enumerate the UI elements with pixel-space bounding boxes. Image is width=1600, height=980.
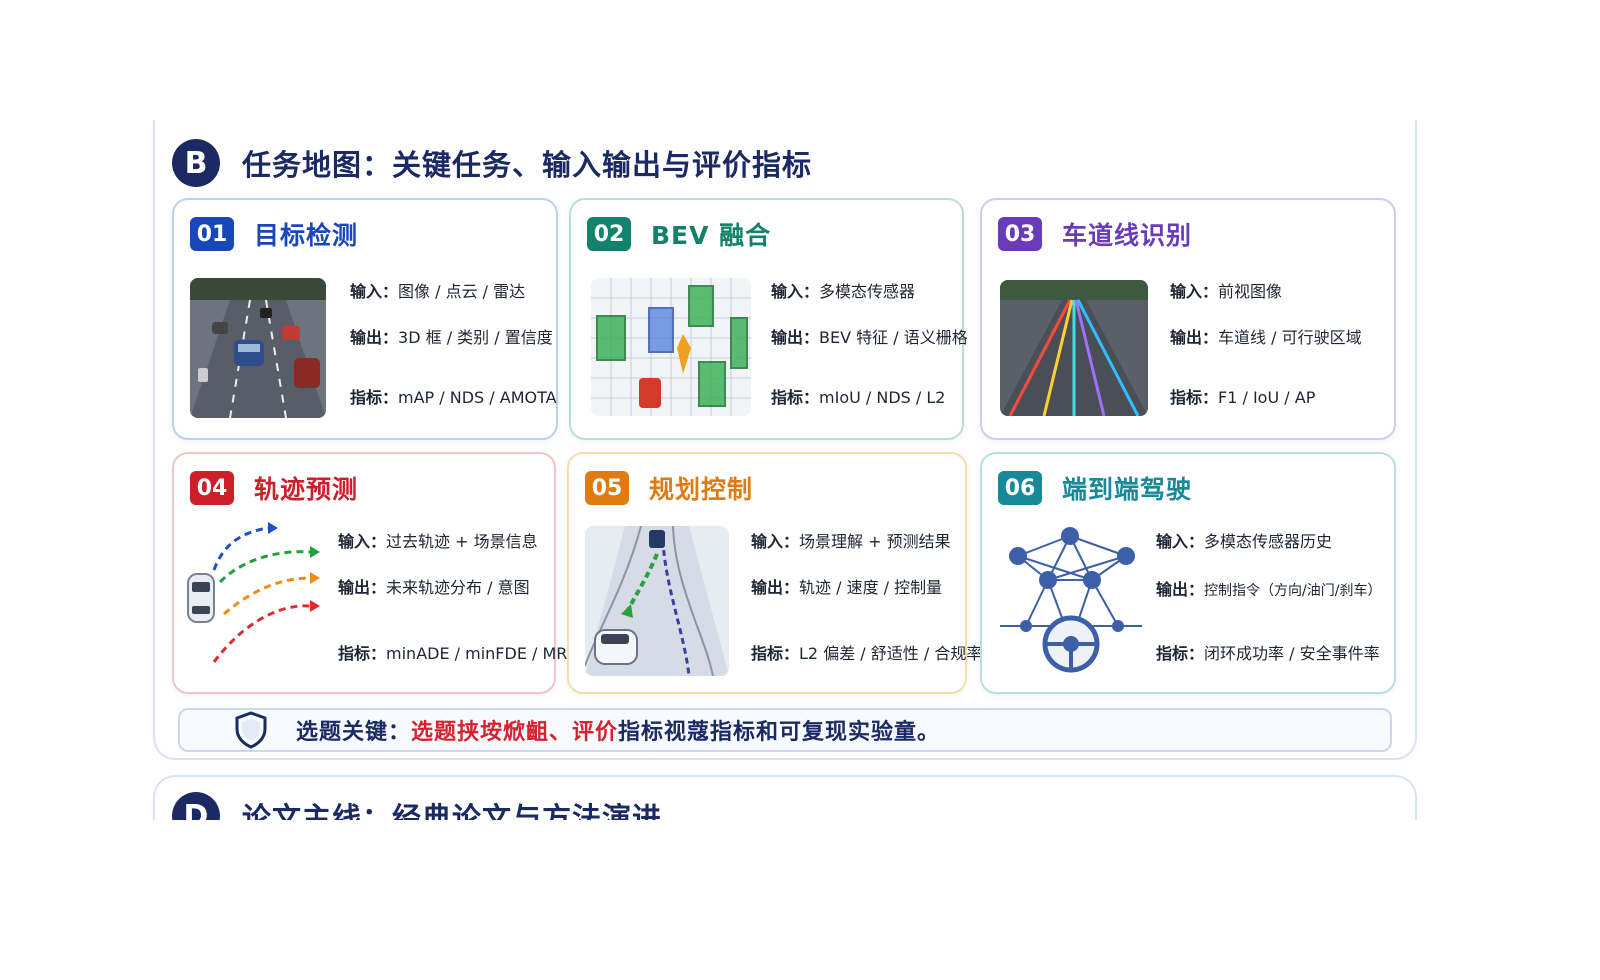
- input-label: 输入：: [1170, 282, 1219, 301]
- metric-label: 指标：: [751, 644, 800, 663]
- output-value: 3D 框 / 类别 / 置信度: [398, 328, 553, 347]
- lane-road-image: [1000, 280, 1148, 416]
- section-d-title: 论文主线：经典论文与方法演进: [242, 801, 663, 820]
- detection-road-image: [190, 278, 326, 418]
- card-head: 02 BEV 融合: [587, 216, 771, 252]
- output-label: 输出：: [1170, 328, 1219, 347]
- card-title: 轨迹预测: [254, 475, 359, 504]
- card-bev-fusion[interactable]: 02 BEV 融合 输入：多模态传感器 输出：BEV 特征 / 语: [569, 198, 968, 440]
- card-object-detection[interactable]: 01 目标检测 输入：图像 / 点云 / 雷达 输出：3D 框 / 类别 / 置…: [172, 198, 558, 440]
- bev-grid-image: [591, 278, 751, 416]
- card-number: 03: [998, 217, 1042, 251]
- card-title: 车道线识别: [1062, 221, 1193, 250]
- section-d-header-clip: D 论文主线：经典论文与方法演进: [0, 790, 1600, 820]
- metric-value: L2 偏差 / 舒适性 / 合规率: [799, 644, 983, 663]
- metric-value: mIoU / NDS / L2: [819, 388, 946, 407]
- input-label: 输入：: [350, 282, 399, 301]
- output-label: 输出：: [751, 578, 800, 597]
- card-title: 规划控制: [649, 475, 754, 504]
- card-number: 06: [998, 471, 1042, 505]
- output-label: 输出：: [771, 328, 820, 347]
- card-end-to-end-driving[interactable]: 06 端到端驾驶 输入：多模态: [980, 452, 1396, 694]
- card-number: 05: [585, 471, 629, 505]
- input-value: 前视图像: [1218, 282, 1283, 301]
- section-d-badge: D: [172, 792, 220, 820]
- output-value: 未来轨迹分布 / 意图: [386, 578, 530, 597]
- key-point-text: 选题关键：选题挟垵焮齟、评价指标视蔻指标和可复现实验童。: [296, 714, 940, 746]
- metric-label: 指标：: [1156, 644, 1205, 663]
- input-label: 输入：: [771, 282, 820, 301]
- metric-value: F1 / IoU / AP: [1218, 388, 1316, 407]
- metric-label: 指标：: [771, 388, 820, 407]
- output-label: 输出：: [338, 578, 387, 597]
- card-title: 端到端驾驶: [1062, 475, 1193, 504]
- card-head: 03 车道线识别: [998, 216, 1192, 252]
- input-value: 图像 / 点云 / 雷达: [398, 282, 526, 301]
- input-value: 多模态传感器: [819, 282, 916, 301]
- card-head: 01 目标检测: [190, 216, 358, 252]
- output-value: BEV 特征 / 语义栅格: [819, 328, 968, 347]
- input-label: 输入：: [1156, 532, 1205, 551]
- section-b-badge: B: [172, 139, 220, 187]
- input-value: 过去轨迹 + 场景信息: [386, 532, 538, 551]
- metric-value: minADE / minFDE / MR: [386, 644, 568, 663]
- metric-label: 指标：: [338, 644, 387, 663]
- trajectory-arrows-icon: [184, 518, 324, 668]
- card-title: 目标检测: [254, 221, 359, 250]
- output-value: 车道线 / 可行驶区域: [1218, 328, 1362, 347]
- output-value: 轨迹 / 速度 / 控制量: [799, 578, 943, 597]
- card-number: 02: [587, 217, 631, 251]
- section-d-header: D 论文主线：经典论文与方法演进: [172, 792, 662, 820]
- input-value: 场景理解 + 预测结果: [799, 532, 951, 551]
- key-point-blue: 指标视蔻指标和可复现实验童。: [618, 720, 941, 745]
- card-number: 04: [190, 471, 234, 505]
- input-label: 输入：: [751, 532, 800, 551]
- key-point-bar: 选题关键：选题挟垵焮齟、评价指标视蔻指标和可复现实验童。: [178, 708, 1392, 752]
- section-b-header: B 任务地图：关键任务、输入输出与评价指标: [172, 138, 812, 188]
- network-steering-wheel-icon: [996, 522, 1146, 674]
- input-label: 输入：: [338, 532, 387, 551]
- key-point-lead: 选题关键：: [296, 720, 412, 745]
- shield-icon: [234, 711, 268, 749]
- metric-value: 闭环成功率 / 安全事件率: [1204, 644, 1380, 663]
- output-label: 输出：: [1156, 580, 1205, 599]
- metric-value: mAP / NDS / AMOTA: [398, 388, 557, 407]
- planning-road-image: [585, 526, 729, 676]
- section-b-title: 任务地图：关键任务、输入输出与评价指标: [242, 148, 813, 182]
- card-head: 04 轨迹预测: [190, 470, 358, 506]
- card-head: 05 规划控制: [585, 470, 753, 506]
- card-number: 01: [190, 217, 234, 251]
- key-point-red: 选题挟垵焮齟、评价: [411, 720, 619, 745]
- metric-label: 指标：: [350, 388, 399, 407]
- input-value: 多模态传感器历史: [1204, 532, 1333, 551]
- card-trajectory-prediction[interactable]: 04 轨迹预测 输入：过去轨迹 + 场景信息 输出：未来轨迹分布 / 意图 指标…: [172, 452, 567, 694]
- output-label: 输出：: [350, 328, 399, 347]
- card-lane-detection[interactable]: 03 车道线识别 输入：前视图像 输出：车道线 / 可行驶区域 指标：F1 / …: [980, 198, 1396, 440]
- output-value: 控制指令（方向/油门/刹车）: [1204, 583, 1382, 599]
- page-bottom-blank: [0, 820, 1600, 980]
- card-planning-control[interactable]: 05 规划控制 输入：场景理解 + 预测结果 输出：轨迹 / 速度 / 控制量 …: [567, 452, 982, 694]
- metric-label: 指标：: [1170, 388, 1219, 407]
- card-head: 06 端到端驾驶: [998, 470, 1192, 506]
- card-title: BEV 融合: [651, 221, 772, 250]
